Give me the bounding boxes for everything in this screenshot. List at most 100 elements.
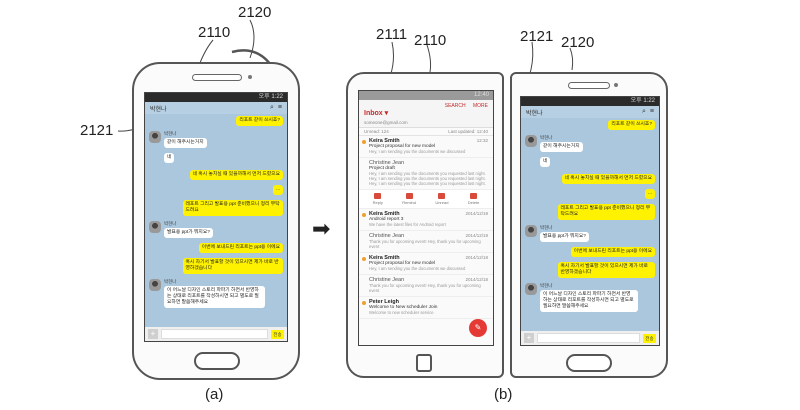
speaker-b [568,82,610,89]
send-button[interactable]: 전송 [271,329,284,339]
status-bar: 오후 1:22 [145,93,287,102]
mail-date: 2014/12/18 [465,277,488,282]
message-row: 리포트 같이 쓰시죠? [149,116,283,126]
message-row: ... [149,185,283,195]
avatar[interactable] [149,131,161,143]
chat-title-b: 박현나 [526,110,543,117]
outgoing-bubble: ... [273,185,283,195]
camera-dot [248,75,252,79]
search-icon[interactable]: ⌕ [641,108,646,115]
unread-dot [362,257,366,261]
avatar[interactable] [149,221,161,233]
message-row: 레포트 그리고 발표용 ppt 준비했으니 정리 부탁드려요 [525,204,655,220]
ref-2111-b: 2111 [376,26,408,43]
incoming-bubble: 같이 해주시는거지 [540,142,583,152]
chat-input-bar: + 전송 [145,327,287,341]
mail-sender: Keira Smith [369,255,400,261]
avatar[interactable] [149,279,161,291]
incoming-bubble: 같이 해주시는거지 [164,138,207,148]
menu-icon[interactable]: ≡ [277,104,282,111]
unread-dot [362,213,366,217]
mail-snippet: Hey, I am sending you the documents you … [369,171,486,186]
message-row: 네 [149,153,283,165]
mail-subject: Project proposal for new model [369,261,436,266]
plus-button[interactable]: + [524,333,534,343]
search-icon[interactable]: ⌕ [269,104,274,111]
avatar[interactable] [525,135,537,147]
leader-2120b [569,47,574,71]
send-button[interactable]: 전송 [643,333,656,343]
ref-2120-a: 2120 [238,4,272,21]
unread-dot [362,140,366,144]
mail-snippet: Hey, I am sending you the documents we d… [369,149,466,154]
plus-button[interactable]: + [148,329,158,339]
incoming-bubble: 이 어느날 디자인 스토리 파파기 하면서 반영하는 상태로 리포트를 작성하시… [164,286,265,308]
menu-icon[interactable]: ≡ [649,108,654,115]
ref-2121-b: 2121 [520,28,554,45]
leader-2120a [249,19,255,59]
chat-input-bar-b: + 전송 [521,331,659,345]
inbox-dropdown[interactable]: Inbox ▾ [364,110,389,117]
quick-action-unread[interactable]: Unread [435,193,448,205]
quick-action-remind[interactable]: Remind [402,193,416,205]
outgoing-bubble: 혹시 자기서 발표할 것이 있으시면 제가 바로 반영하겠습니다 [557,262,655,278]
home-button-c[interactable] [566,354,612,372]
quick-action-label: Delete [467,200,480,205]
outgoing-bubble: 네 혹시 놓치실 때 있을까해서 먼저 드렸으요 [561,174,655,184]
mail-subject: Android report 3 [369,217,404,222]
mail-date: 2014/12/19 [465,233,488,238]
avatar[interactable] [525,225,537,237]
incoming-bubble: 발표용 ppt가 뭐지요? [164,228,213,238]
sender-name: 박현나 [164,221,177,226]
quick-action-reply[interactable]: Reply [373,193,383,205]
mail-search-button[interactable]: SEARCH [444,103,466,109]
ref-2121-a: 2121 [80,122,114,139]
avatar[interactable] [525,283,537,295]
message-row: 이번에 보내드린 리포트는 ppt용 이에요 [149,243,283,253]
mail-more-button[interactable]: MORE [473,103,488,109]
status-bar-b: 오후 1:22 [521,97,659,106]
incoming-bubble: 발표용 ppt가 뭐지요? [540,232,589,242]
mail-date: 2014/12/18 [465,255,488,260]
account-email: someone@gmail.com [364,120,408,125]
mail-snippet: We have the latest files for Android rep… [369,222,446,227]
quick-action-delete[interactable]: Delete [467,193,480,205]
incoming-bubble: 네 [540,157,551,167]
sender-name: 박현나 [164,279,177,284]
outgoing-bubble: 혹시 자기서 발표할 것이 있으시면 제가 바로 반영하겠습니다 [182,258,283,274]
leader-2110b [426,44,432,73]
message-input[interactable] [537,333,640,343]
home-button-b[interactable] [416,354,432,372]
quick-action-label: Unread [435,200,449,205]
message-input[interactable] [161,329,268,339]
sender-name: 박현나 [164,131,177,136]
incoming-bubble: 이 어느날 디자인 스토리 파파기 하면서 반영하는 상태로 리포트를 작성하시… [540,290,638,312]
compose-fab[interactable]: ✎ [469,319,487,337]
camera-dot-b [614,83,618,87]
outgoing-bubble: 이번에 보내드린 리포트는 ppt용 이에요 [198,243,283,253]
speaker [192,74,242,81]
message-row: 네 [525,157,655,169]
outgoing-bubble: 네 혹시 놓치실 때 있을까해서 먼저 드렸으요 [189,170,283,180]
home-button[interactable] [194,352,240,370]
sender-name: 박현나 [540,283,553,288]
unread-dot [362,301,366,305]
outgoing-bubble: 레포트 그리고 발표용 ppt 준비했으니 정리 부탁드려요 [182,200,283,216]
